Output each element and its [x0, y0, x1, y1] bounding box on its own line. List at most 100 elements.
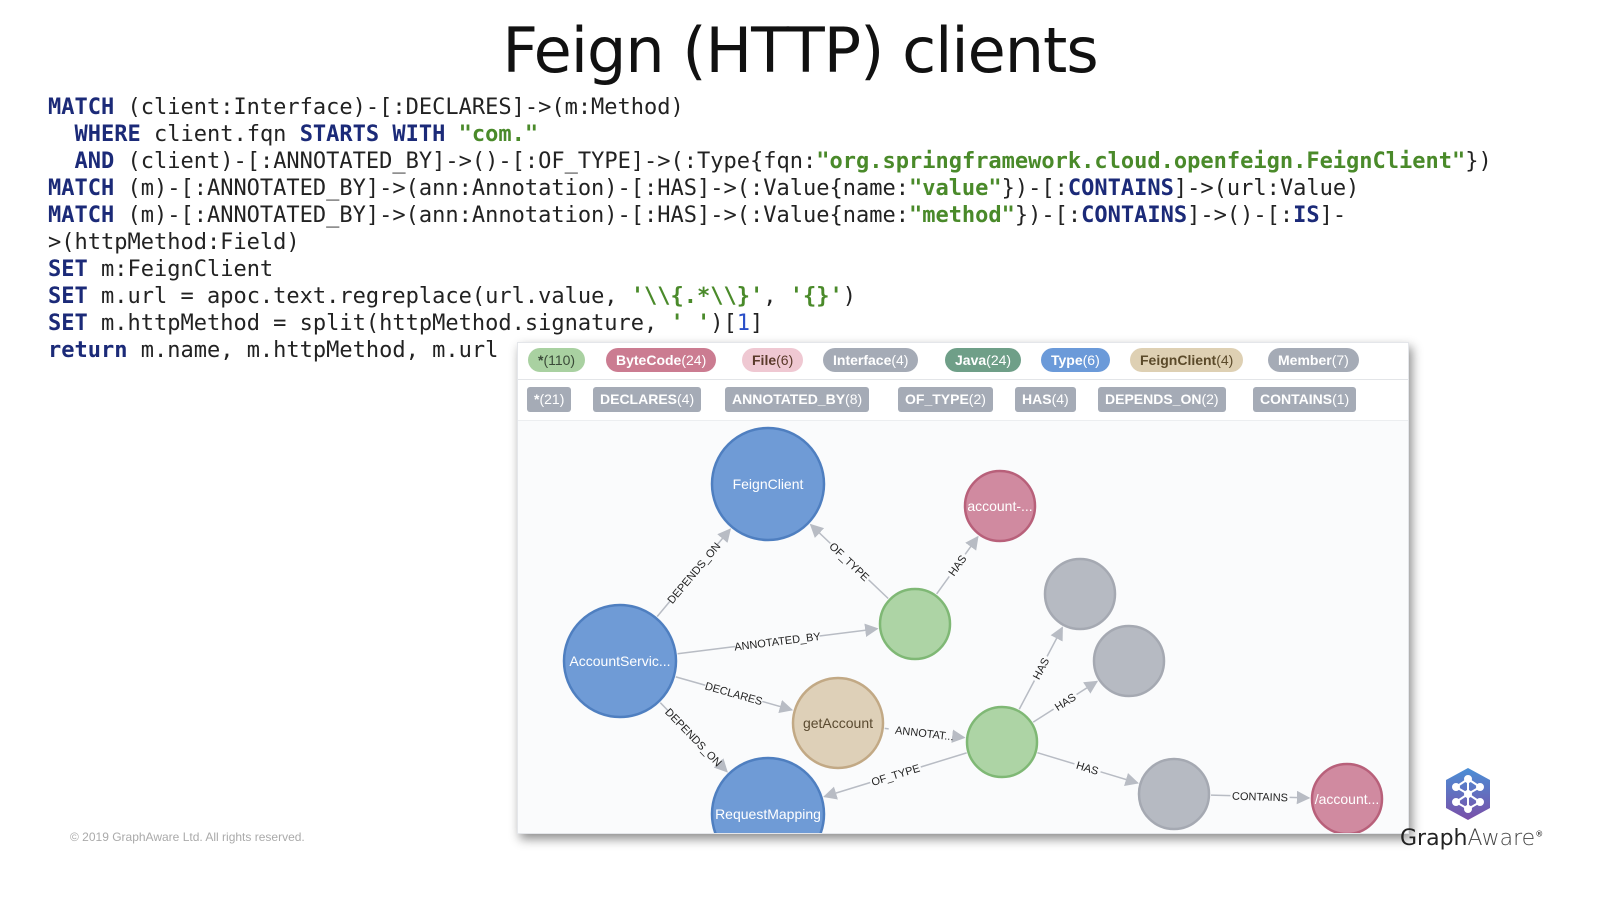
relationship-edge[interactable]: DEPENDS_ON [659, 702, 728, 773]
code-line: AND (client)-[:ANNOTATED_BY]->()-[:OF_TY… [48, 148, 1492, 175]
slide-title: Feign (HTTP) clients [502, 14, 1098, 87]
cypher-query-code: MATCH (client:Interface)-[:DECLARES]->(m… [48, 94, 1492, 364]
graph-node-caption: account-... [967, 498, 1032, 514]
relationship-label: DECLARES [703, 680, 763, 708]
code-string: "com." [458, 122, 539, 147]
code-text: })-[: [1001, 176, 1068, 201]
node-label-count: (24) [681, 352, 707, 368]
relationship-type-pill[interactable]: HAS(4) [1015, 387, 1076, 412]
graph-node-bytecode[interactable]: /account... [1310, 762, 1384, 833]
relationship-edge[interactable]: HAS [1032, 680, 1099, 723]
node-label-name: FeignClient [1140, 352, 1217, 368]
code-text: ) [842, 284, 856, 309]
node-labels-bar: *(110) ByteCode(24) File(6) Interface(4) Jav… [518, 343, 1408, 380]
code-line: MATCH (client:Interface)-[:DECLARES]->(m… [48, 94, 1492, 121]
relationship-edge[interactable]: HAS [936, 535, 979, 595]
relationship-type-count: (1) [1332, 391, 1350, 407]
node-label-pill[interactable]: File(6) [742, 348, 804, 372]
code-keyword: MATCH [48, 95, 115, 120]
relationship-label: HAS [1075, 760, 1100, 778]
graph-node-type[interactable]: RequestMapping [710, 756, 826, 833]
relationship-label: DEPENDS_ON [662, 706, 723, 769]
code-text: >(httpMethod:Field) [48, 230, 300, 255]
node-label-name: File [752, 352, 777, 368]
code-string: "value" [908, 176, 1002, 201]
relationship-label: OF_TYPE [826, 541, 871, 584]
graph-visualization[interactable]: DEPENDS_ON OF_TYPE HAS ANNOTATED_BY DECLARES… [518, 343, 1408, 833]
node-label-count: (7) [1331, 352, 1349, 368]
graph-node-annotation[interactable] [878, 587, 952, 661]
node-label-pill[interactable]: Interface(4) [823, 348, 919, 372]
graph-node-type[interactable]: FeignClient [710, 426, 826, 542]
relationship-type-count: (8) [845, 391, 863, 407]
node-label-name: Type [1051, 352, 1083, 368]
copyright-footer: © 2019 GraphAware Ltd. All rights reserv… [70, 830, 305, 844]
graph-node-bytecode[interactable]: account-... [963, 469, 1037, 543]
relationship-type-pill[interactable]: DECLARES(4) [593, 387, 702, 412]
code-text: (client:Interface)-[:DECLARES]->(m:Metho… [114, 95, 684, 120]
relationship-type-pill[interactable]: DEPENDS_ON(2) [1098, 387, 1226, 412]
code-keyword: SET [48, 311, 88, 336]
code-text: ] [750, 311, 764, 336]
node-label-name: Interface [833, 352, 892, 368]
node-label-pill[interactable]: *(110) [528, 348, 586, 372]
relationship-types-bar: *(21) DECLARES(4) ANNOTATED_BY(8) OF_TYPE(2… [518, 380, 1408, 421]
relationship-type-pill[interactable]: ANNOTATED_BY(8) [725, 387, 870, 412]
relationship-edge[interactable]: DEPENDS_ON [656, 528, 732, 617]
relationship-label: DEPENDS_ON [666, 541, 724, 607]
relationship-type-name: CONTAINS [1260, 391, 1333, 407]
code-keyword: SET [48, 257, 88, 282]
node-label-pill[interactable]: Member(7) [1268, 348, 1359, 372]
node-label-pill[interactable]: Type(6) [1041, 348, 1110, 372]
relationship-type-pill[interactable]: OF_TYPE(2) [898, 387, 993, 412]
relationship-edge[interactable]: OF_TYPE [809, 523, 889, 600]
relationship-edge[interactable]: ANNOTAT... [884, 725, 966, 744]
relationship-type-pill[interactable]: CONTAINS(1) [1253, 387, 1357, 412]
graph-node-type[interactable]: AccountServic... [562, 603, 678, 719]
relationship-label: HAS [1031, 656, 1052, 682]
relationship-edge[interactable]: DECLARES [675, 676, 794, 714]
relationship-edge[interactable]: CONTAINS [1210, 791, 1311, 805]
code-keyword: MATCH [48, 203, 115, 228]
relationship-type-name: DEPENDS_ON [1105, 391, 1202, 407]
code-text: m.name, m.httpMethod, m.url [127, 338, 499, 363]
code-string: '{}' [789, 284, 843, 309]
code-line: SET m.httpMethod = split(httpMethod.sign… [48, 310, 1492, 337]
graph-node-method[interactable]: getAccount [791, 676, 885, 770]
node-label-pill[interactable]: Java(24) [945, 348, 1022, 372]
code-keyword: STARTS WITH [299, 122, 446, 147]
graph-node-value[interactable] [1092, 624, 1166, 698]
code-text [48, 122, 75, 147]
graph-node-annotation[interactable] [965, 705, 1039, 779]
relationship-edge[interactable]: HAS [1037, 751, 1139, 786]
code-text [445, 122, 458, 147]
code-text [48, 149, 75, 174]
code-line: SET m.url = apoc.text.regreplace(url.val… [48, 283, 1492, 310]
node-label-pill[interactable]: ByteCode(24) [606, 348, 717, 372]
code-text: m.httpMethod = split(httpMethod.signatur… [87, 311, 671, 336]
code-text: client.fqn [140, 122, 300, 147]
relationship-label: ANNOTAT... [894, 725, 954, 744]
graph-node-caption: AccountServic... [569, 653, 670, 669]
relationship-type-count: (2) [968, 391, 986, 407]
graph-node-value[interactable] [1043, 557, 1117, 631]
graph-node-caption: /account... [1315, 791, 1380, 807]
logo-registered-mark: ® [1535, 829, 1544, 839]
relationship-type-pill[interactable]: *(21) [527, 387, 572, 412]
node-label-count: (24) [986, 352, 1012, 368]
relationship-type-count: (4) [677, 391, 695, 407]
graph-node-caption: FeignClient [733, 476, 804, 492]
graph-node-value[interactable] [1137, 757, 1211, 831]
code-text: )[ [710, 311, 737, 336]
code-string: ' ' [670, 311, 711, 336]
neo4j-browser-result-panel: *(110)ByteCode(24)File(6)Interface(4)Jav… [517, 342, 1409, 834]
node-label-pill[interactable]: FeignClient(4) [1130, 348, 1244, 372]
code-text: (client)-[:ANNOTATED_BY]->()-[:OF_TYPE]-… [114, 149, 817, 174]
code-line: >(httpMethod:Field) [48, 229, 1492, 256]
relationship-edge[interactable]: HAS [1018, 626, 1063, 710]
code-keyword: AND [74, 149, 115, 174]
code-line: MATCH (m)-[:ANNOTATED_BY]->(ann:Annotati… [48, 175, 1492, 202]
code-line: SET m:FeignClient [48, 256, 1492, 283]
graphaware-logo-text: GraphAware® [1400, 826, 1543, 851]
relationship-edge[interactable]: ANNOTATED_BY [677, 623, 879, 655]
